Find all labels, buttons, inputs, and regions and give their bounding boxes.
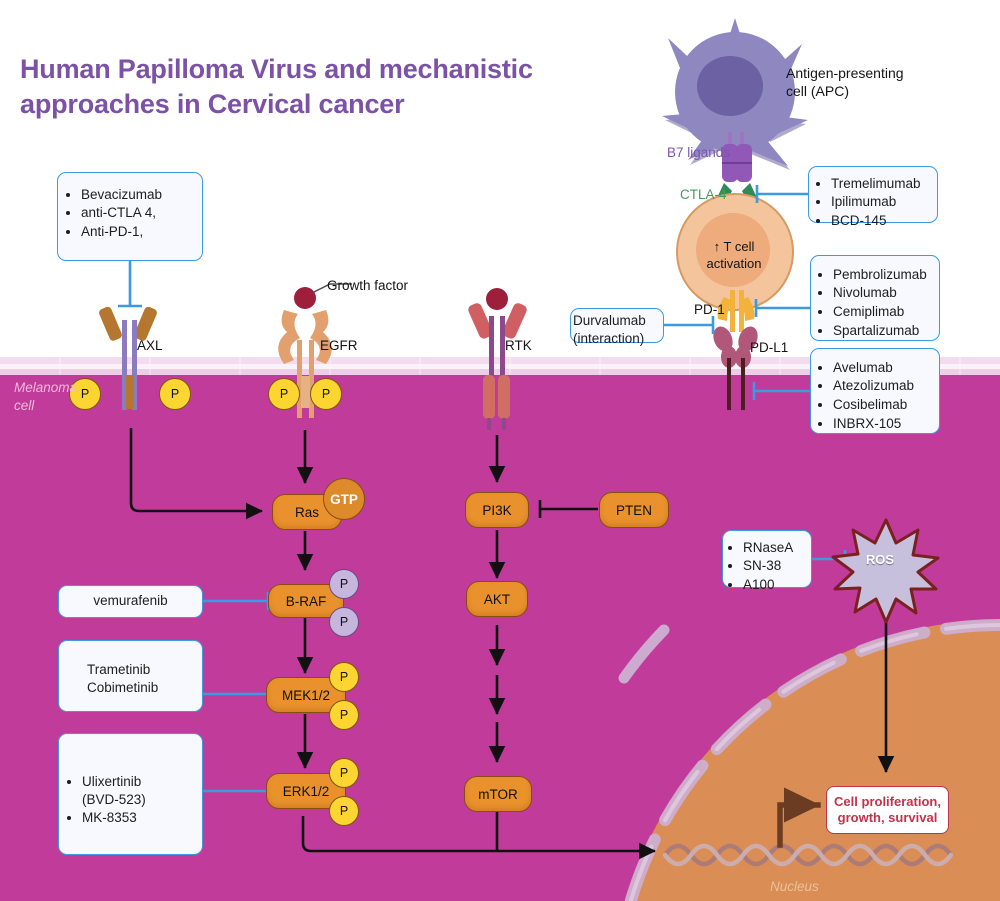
arrow-axl-to-ras [129,428,264,520]
mek-inhibitors-box[interactable]: Trametinib Cobimetinib [58,640,203,712]
braf-inhibitor-box[interactable]: vemurafenib [58,585,203,618]
node-ros: ROS [865,552,895,567]
ctla4-inhibitors-box[interactable]: Tremelimumab Ipilimumab BCD-145 [808,166,938,228]
callout-item: Pembrolizumab [833,266,934,284]
callout-line2: Cobimetinib [87,680,159,696]
callout-item: RNaseA [743,539,808,557]
node-pten[interactable]: PTEN [599,492,669,528]
phospho-axl-right: P [159,378,191,410]
callout-item: Atezolizumab [833,377,934,395]
axl-label: AXL [137,338,163,353]
callout-item: Spartalizumab [833,322,934,340]
apc-label-line1: Antigen-presenting [786,65,904,81]
nucleus-label: Nucleus [770,879,819,894]
node-akt[interactable]: AKT [466,581,528,617]
node-gtp: GTP [323,478,365,520]
arrow-erk-to-nucleus [301,816,657,860]
pd1-inhibitors-box[interactable]: Pembrolizumab Nivolumab Cemiplimab Spart… [810,255,940,341]
egfr-receptor [278,287,332,418]
growth-factor-label: Growth factor [327,278,409,293]
apc-label-line2: cell (APC) [786,83,850,100]
node-pi3k[interactable]: PI3K [465,492,529,528]
callout-item: Ipilimumab [831,193,932,211]
node-mtor[interactable]: mTOR [464,776,532,812]
result-line1: Cell proliferation, [834,793,941,809]
phospho-erk-1: P [329,758,359,788]
phospho-erk-2: P [329,796,359,826]
pd1-label: PD-1 [694,302,725,317]
growth-factor-leader [313,283,352,293]
apc-cell [662,18,808,170]
ctla4-label: CTLA-4 [680,187,727,202]
callout-item: A100 [743,576,808,594]
callout-item: Tremelimumab [831,175,932,193]
transcription-arrow [777,787,821,848]
callout-item: Ulixertinib (BVD-523) [82,773,198,809]
t-cell-line2: activation [706,255,762,271]
callout-item: Cosibelimab [833,396,934,414]
callout-item: Anti-PD-1, [81,223,196,241]
dna-helix [662,843,954,867]
apc-label: Antigen-presenting cell (APC) [786,64,946,100]
phospho-egfr-right: P [310,378,342,410]
callout-item: BCD-145 [831,212,932,230]
rtk-receptor [468,288,527,430]
callout-item: Cemiplimab [833,303,934,321]
ros-star [831,518,940,624]
b7-ligand [722,132,752,182]
erk-inhibitors-box[interactable]: Ulixertinib (BVD-523) MK-8353 [58,733,203,855]
callout-text: vemurafenib [93,593,168,609]
callout-item: SN-38 [743,557,808,575]
callout-item: INBRX-105 [833,415,934,433]
callout-item: Nivolumab [833,284,934,302]
cell-proliferation-result: Cell proliferation, growth, survival [826,786,949,834]
durvalumab-box[interactable]: Durvalumab (interaction) [570,308,664,346]
pdl1-label: PD-L1 [750,340,789,355]
ros-inducers-box[interactable]: RNaseA SN-38 A100 [722,530,812,592]
melanoma-cell-label: Melanoma cell [14,379,77,415]
b7-ligands-label: B7 ligands [667,145,731,160]
phospho-mek-2: P [329,700,359,730]
rtk-label: RTK [505,338,532,353]
pdl1-inhibitors-box[interactable]: Avelumab Atezolizumab Cosibelimab INBRX-… [810,348,940,434]
t-cell-line1: ↑ T cell [713,239,755,254]
axl-receptor [99,306,157,410]
phospho-axl-left: P [69,378,101,410]
pd1-receptor [717,290,755,332]
callout-line1: Trametinib [87,662,151,677]
melanoma-label-line2: cell [14,398,35,414]
page-title: Human Papilloma Virus and mechanistic ap… [20,54,533,119]
callout-item-line2: (BVD-523) [82,791,146,807]
callout-item: Avelumab [833,359,934,377]
callout-item: MK-8353 [82,809,198,827]
callout-item: Bevacizumab [81,186,196,204]
phospho-egfr-left: P [268,378,300,410]
callout-item-line1: Ulixertinib [82,773,142,789]
phospho-mek-1: P [329,662,359,692]
angiogenesis-immune-box[interactable]: Bevacizumab anti-CTLA 4, Anti-PD-1, [57,172,203,261]
melanoma-label-line1: Melanoma [14,380,78,395]
phospho-braf-2: P [329,607,359,637]
pdl1-receptor [713,326,758,410]
egfr-label: EGFR [320,338,358,353]
result-line2: growth, survival [837,810,938,825]
callout-item: anti-CTLA 4, [81,204,196,222]
callout-line2: (interaction) [573,331,645,347]
phospho-braf-1: P [329,569,359,599]
t-cell-activation-label: ↑ T cell activation [694,239,774,273]
callout-line1: Durvalumab [573,313,646,328]
